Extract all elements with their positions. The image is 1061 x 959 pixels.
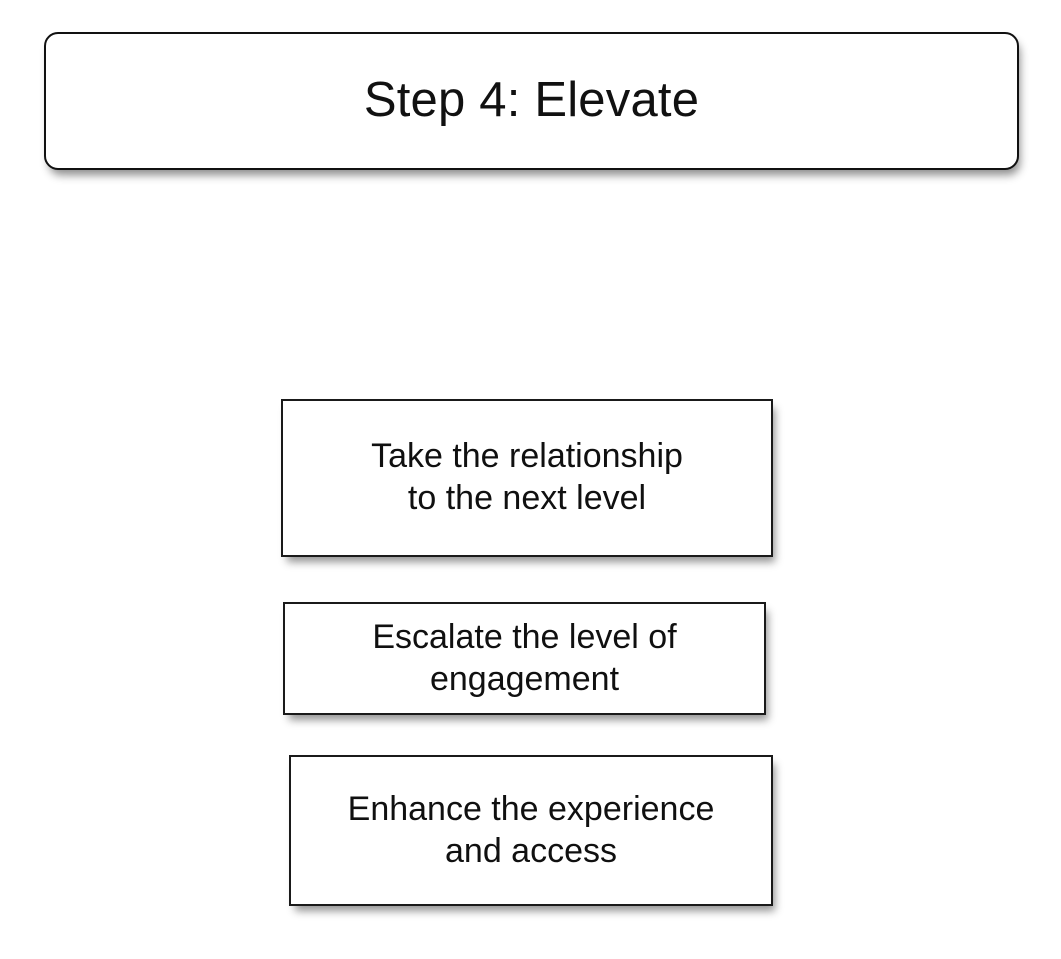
item-text-3: Enhance the experience and access — [348, 789, 715, 873]
item-text-2-line-1: Escalate the level of — [372, 617, 677, 656]
item-text-1-line-1: Take the relationship — [371, 437, 683, 476]
slide-title-text: Step 4: Elevate — [363, 73, 700, 128]
item-text-1-line-2: to the next level — [407, 479, 647, 517]
item-text-2: Escalate the level of engagement — [372, 617, 676, 701]
item-text-3-line-1: Enhance the experience — [347, 789, 715, 828]
item-box-3[interactable]: Enhance the experience and access — [289, 755, 773, 906]
slide-title-box[interactable]: Step 4: Elevate — [44, 32, 1019, 170]
item-text-1: Take the relationship to the next level — [371, 436, 683, 520]
item-box-2[interactable]: Escalate the level of engagement — [283, 602, 766, 715]
item-text-3-line-2: and access — [445, 831, 617, 870]
item-text-2-line-2: engagement — [429, 659, 620, 698]
item-box-1[interactable]: Take the relationship to the next level — [281, 399, 773, 557]
